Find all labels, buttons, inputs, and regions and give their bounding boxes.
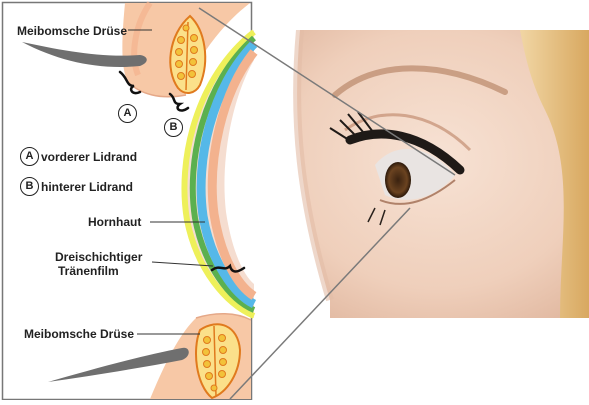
marker-a: A bbox=[118, 104, 137, 123]
legend-a-marker-text: A bbox=[26, 150, 34, 162]
legend-a-marker: A bbox=[20, 147, 39, 166]
label-meibom-top: Meibomsche Drüse bbox=[17, 24, 127, 38]
eye-photo bbox=[254, 30, 589, 318]
legend-b-text: hinterer Lidrand bbox=[41, 180, 133, 194]
label-cornea: Hornhaut bbox=[88, 215, 141, 229]
marker-a-text: A bbox=[124, 107, 132, 119]
label-tearfilm-line2: Tränenfilm bbox=[58, 264, 119, 278]
label-meibom-bottom: Meibomsche Drüse bbox=[24, 327, 134, 341]
marker-b-text: B bbox=[170, 121, 178, 133]
legend-a-text: vorderer Lidrand bbox=[41, 150, 137, 164]
marker-b: B bbox=[164, 118, 183, 137]
legend-b-marker: B bbox=[20, 177, 39, 196]
label-tearfilm-line1: Dreischichtiger bbox=[55, 250, 142, 264]
legend-b-marker-text: B bbox=[26, 180, 34, 192]
